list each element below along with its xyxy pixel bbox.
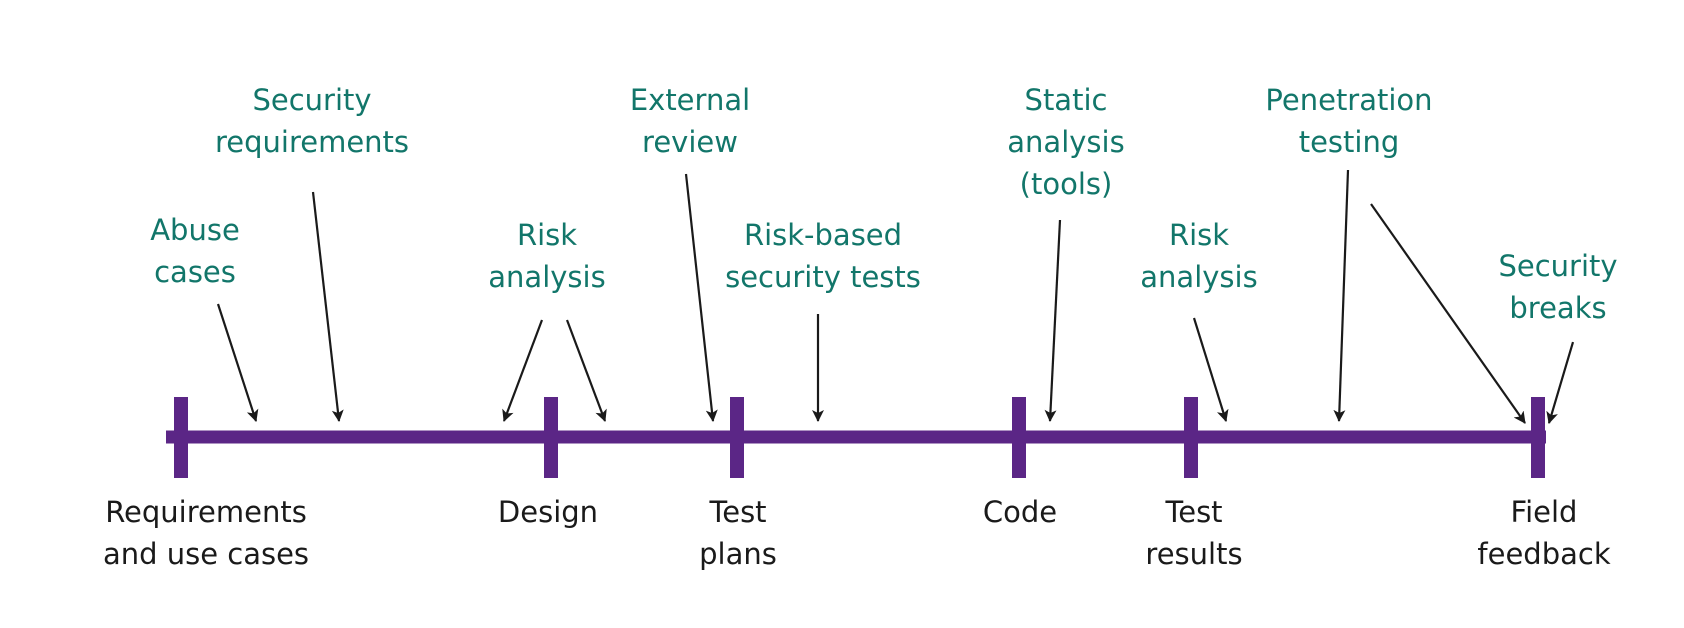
phase-label-line: Test [708,495,766,529]
activity-label-line: requirements [215,125,409,159]
activity-label-line: Static [1025,83,1108,117]
phase-tick-test-plans [730,397,744,478]
activity-label-line: (tools) [1020,167,1113,201]
phase-tick-code [1012,397,1026,478]
phase-tick-requirements [174,397,188,478]
phase-label-line: and use cases [103,537,309,571]
phase-label-line: Field [1511,495,1578,529]
arrow-risk-analysis-test-7 [1192,317,1229,422]
phase-label-line: Design [498,495,598,529]
activity-label-penetration-testing: Penetration testing [1265,83,1432,159]
arrow-external-review-4 [684,173,718,422]
activity-label-line: analysis [1140,260,1257,294]
activity-label-line: analysis [1007,125,1124,159]
activity-label-security-breaks: Security breaks [1498,249,1617,325]
activity-label-risk-analysis-test: Risk analysis [1140,218,1257,294]
arrow-penetration-testing-9 [1370,203,1526,424]
phase-tick-test-results [1184,397,1198,478]
activity-label-line: cases [154,255,236,289]
activity-label-line: Risk [517,218,577,252]
phase-label-requirements: Requirements and use cases [103,495,309,571]
activity-label-abuse-cases: Abuse cases [150,213,240,289]
activity-label-line: Security [1498,249,1617,283]
activity-label-line: Risk-based [744,218,902,252]
phase-tick-field-feedback [1531,397,1545,478]
phase-label-code: Code [983,495,1057,529]
arrow-abuse-cases-0 [216,303,259,422]
phase-label-line: Test [1164,495,1222,529]
phase-labels: Requirements and use cases Design Test plans… [103,495,1611,571]
phase-label-line: Code [983,495,1057,529]
arrow-static-analysis-6 [1044,219,1062,422]
arrow-risk-analysis-design-3 [565,319,607,422]
phase-label-field-feedback: Field feedback [1477,495,1610,571]
activity-label-risk-based-security-tests: Risk-based security tests [725,218,921,294]
phase-label-test-plans: Test plans [699,495,777,571]
arrows [216,169,1575,424]
activity-label-line: Abuse [150,213,240,247]
timeline [166,397,1546,478]
activity-label-risk-analysis-design: Risk analysis [488,218,605,294]
activity-label-static-analysis: Static analysis (tools) [1007,83,1124,201]
activity-label-line: Risk [1169,218,1229,252]
phase-label-test-results: Test results [1145,495,1242,571]
activity-label-line: breaks [1509,291,1606,325]
phase-tick-design [544,397,558,478]
activity-label-line: Penetration [1265,83,1432,117]
arrow-security-requirements-1 [311,191,344,422]
activity-label-security-requirements: Security requirements [215,83,409,159]
activity-label-line: External [630,83,750,117]
activity-label-line: analysis [488,260,605,294]
arrow-security-breaks-10 [1546,341,1575,424]
timeline-bar [166,430,1546,444]
activity-label-line: Security [252,83,371,117]
phase-label-line: Requirements [105,495,307,529]
arrow-risk-analysis-design-2 [502,319,544,422]
activity-label-line: review [642,125,738,159]
activity-label-line: testing [1299,125,1400,159]
phase-label-line: results [1145,537,1242,571]
arrow-penetration-testing-8 [1333,169,1350,422]
phase-label-line: plans [699,537,777,571]
activity-label-external-review: External review [630,83,750,159]
phase-label-design: Design [498,495,598,529]
phase-label-line: feedback [1477,537,1610,571]
activity-label-line: security tests [725,260,921,294]
